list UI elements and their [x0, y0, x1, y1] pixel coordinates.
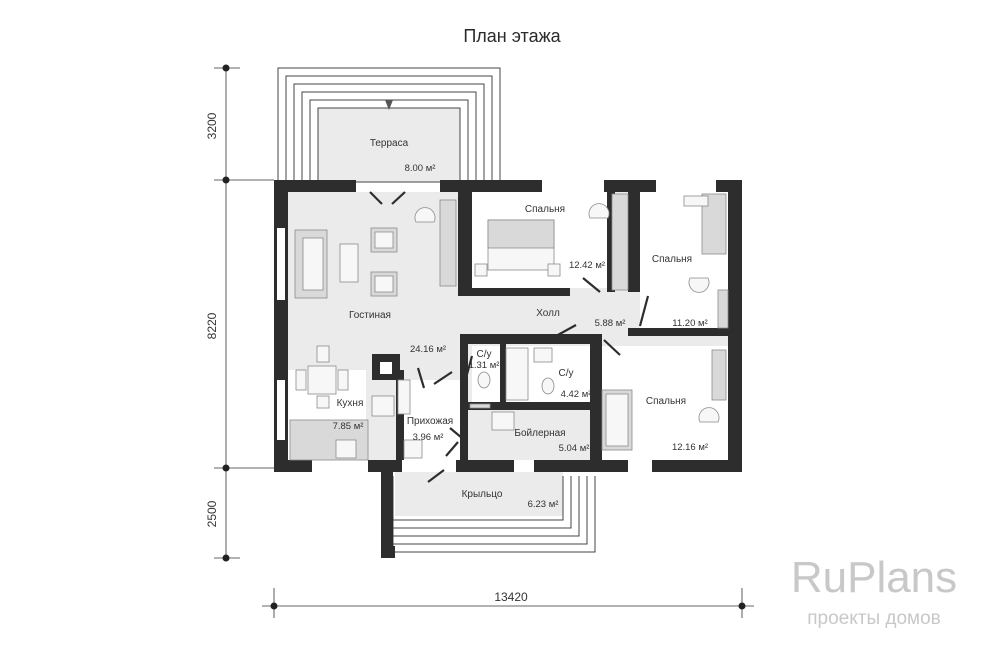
logo-brand: RuPlans — [791, 553, 957, 602]
interior-walls — [372, 192, 728, 460]
room-name-boiler: Бойлерная — [514, 428, 565, 439]
dimension-top: 3200 — [205, 112, 219, 139]
room-area-bedroom-2: 11.20 м² — [672, 318, 707, 329]
exterior-walls — [274, 180, 742, 472]
room-labels: Терраса 8.00 м² Спальня 12.42 м² Спальня… — [333, 138, 708, 510]
room-name-bedroom-2: Спальня — [652, 254, 692, 265]
room-name-bedroom-1: Спальня — [525, 204, 565, 215]
dimension-middle: 8220 — [205, 312, 219, 339]
room-area-living: 24.16 м² — [410, 344, 446, 355]
ruplans-logo: RuPlans проекты домов — [791, 553, 957, 629]
plan-title: План этажа — [463, 26, 561, 46]
room-name-wc-2: С/у — [559, 368, 574, 379]
dimension-bottom: 2500 — [205, 500, 219, 527]
room-name-porch: Крыльцо — [462, 489, 503, 500]
room-name-hall: Холл — [536, 308, 560, 319]
room-name-hallway: Прихожая — [407, 416, 453, 427]
logo-tagline: проекты домов — [807, 608, 941, 629]
room-area-kitchen: 7.85 м² — [333, 421, 364, 432]
terrace-area — [277, 67, 501, 183]
room-area-terrace: 8.00 м² — [405, 163, 436, 174]
room-area-hallway: 3.96 м² — [413, 432, 444, 443]
room-area-porch: 6.23 м² — [528, 499, 559, 510]
room-area-bedroom-3: 12.16 м² — [672, 442, 708, 453]
vertical-dimensions: 3200 8220 2500 — [205, 64, 274, 562]
room-name-wc-1: С/у — [477, 349, 492, 360]
room-area-wc-1: 1.31 м² — [469, 360, 500, 371]
room-name-living: Гостиная — [349, 310, 391, 321]
room-area-wc-2: 4.42 м² — [561, 389, 592, 400]
doors — [369, 191, 650, 483]
room-area-bedroom-1: 12.42 м² — [569, 260, 605, 271]
room-area-boiler: 5.04 м² — [559, 443, 590, 454]
porch-area — [381, 472, 596, 558]
room-name-terrace: Терраса — [370, 138, 409, 149]
room-area-hall: 5.88 м² — [595, 318, 626, 329]
room-name-bedroom-3: Спальня — [646, 396, 686, 407]
dimension-total-width: 13420 — [494, 590, 528, 604]
furniture — [289, 193, 729, 461]
room-name-kitchen: Кухня — [337, 398, 364, 409]
horizontal-dimensions: 13420 — [262, 588, 754, 618]
